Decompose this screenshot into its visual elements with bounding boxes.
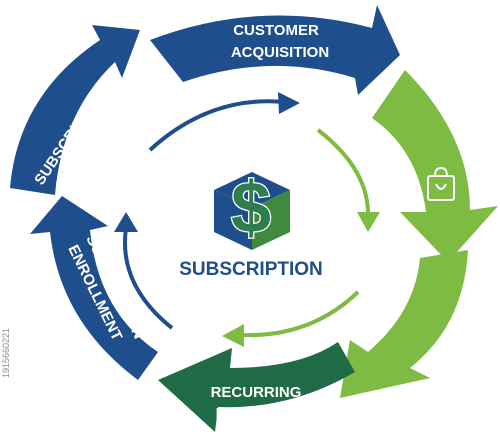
inner-arrow-bottom-head xyxy=(222,324,244,347)
shopping-bag-icon xyxy=(427,167,455,201)
inner-arrow-right-head xyxy=(357,212,380,232)
watermark-id: 1915660221 xyxy=(1,328,11,378)
dollar-cube-icon: $ xyxy=(214,167,290,250)
inner-arrow-bottom xyxy=(239,290,360,338)
center-title: SUBSCRIPTION xyxy=(179,259,323,280)
segment-right-upper xyxy=(372,70,498,262)
customer-acquisition-line2: ACQUISITION xyxy=(231,44,329,61)
segment-subscription-enrollment xyxy=(30,196,158,380)
inner-arrow-left-head xyxy=(114,212,138,232)
inner-arrow-top xyxy=(148,99,286,152)
recurring-payments-line2: PAYMENTS xyxy=(216,405,297,422)
recurring-payments-line1: RECURRING xyxy=(211,384,302,401)
inner-arrow-left xyxy=(123,227,174,330)
customer-acquisition-line1: CUSTOMER xyxy=(233,22,319,39)
inner-arrow-top-head xyxy=(278,92,300,114)
inner-arrow-right xyxy=(316,128,371,219)
segment-customer-acquisition xyxy=(150,5,400,95)
segment-right-lower xyxy=(340,250,468,398)
segment-recurring-payments xyxy=(158,342,355,432)
dollar-sign: $ xyxy=(231,168,271,248)
segment-subscription-anquisition xyxy=(10,25,140,195)
